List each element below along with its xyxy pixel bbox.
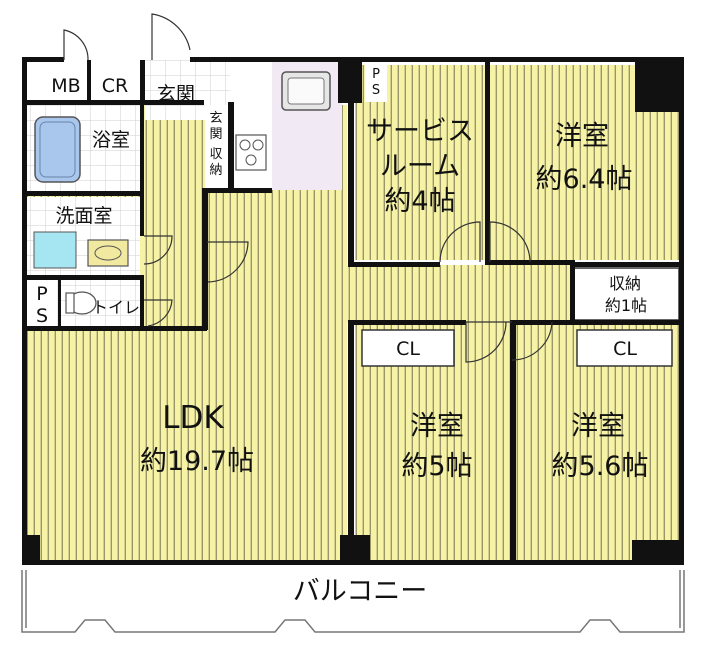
ldk-label-1: LDK [162, 400, 224, 436]
cr-label: CR [102, 75, 128, 97]
western-mid-label-1: 洋室 [410, 411, 464, 442]
ps-left-label-1: P [36, 283, 47, 305]
entrance-door [151, 13, 191, 60]
closet-mid [361, 329, 455, 367]
ps-top-label-1: P [372, 67, 380, 82]
closet-right [576, 329, 673, 367]
balcony-label: バルコニー [293, 576, 427, 607]
ps-top-label-2: S [372, 83, 380, 98]
fixtures [33, 71, 680, 367]
doors [63, 13, 553, 363]
entrance-storage-label-3: 収 [209, 147, 222, 162]
service-room-label-1: サービス [366, 116, 474, 147]
closet-mid-label: CL [396, 338, 420, 360]
western-ne-floor [490, 65, 635, 260]
mb-label: MB [51, 75, 80, 97]
ps-left-label-2: S [36, 305, 48, 327]
entrance-label: 玄関 [157, 83, 195, 105]
bathtub-icon [34, 116, 81, 183]
service-room-label-2: ルーム [380, 151, 460, 182]
storage-label-2: 約1帖 [605, 296, 647, 315]
bath-label: 浴室 [92, 129, 130, 151]
entrance-storage-floor [205, 105, 231, 190]
walls [22, 57, 684, 565]
hallway-floor [347, 265, 572, 323]
western-se-label-2: 約5.6帖 [552, 451, 649, 482]
storage-label-1: 収納 [609, 274, 641, 293]
room-labels: MB CR 玄関 玄 関 収 納 浴室 洗面室 P S P S トイレ サービス… [36, 67, 649, 607]
ldk-label-2: 約19.7帖 [140, 446, 254, 477]
western-se-label-1: 洋室 [571, 411, 625, 442]
entrance-storage-label-2: 関 [209, 127, 222, 142]
service-room-label-3: 約4帖 [384, 186, 455, 217]
closet-right-label: CL [613, 338, 637, 360]
balcony-outline [21, 570, 685, 633]
washing-machine-icon [33, 231, 77, 269]
western-ne-label-2: 約6.4帖 [536, 164, 633, 195]
entrance-door-left [63, 29, 89, 61]
balcony [21, 570, 685, 633]
washbasin-icon [87, 239, 129, 267]
western-mid-label-2: 約5帖 [401, 451, 472, 482]
western-ne-label-1: 洋室 [555, 121, 609, 152]
entrance-storage-label-1: 玄 [209, 111, 222, 126]
storage-room [572, 267, 680, 321]
toilet-label: トイレ [92, 298, 140, 317]
washroom-label: 洗面室 [55, 205, 112, 227]
entrance-storage-label-4: 納 [209, 163, 222, 178]
